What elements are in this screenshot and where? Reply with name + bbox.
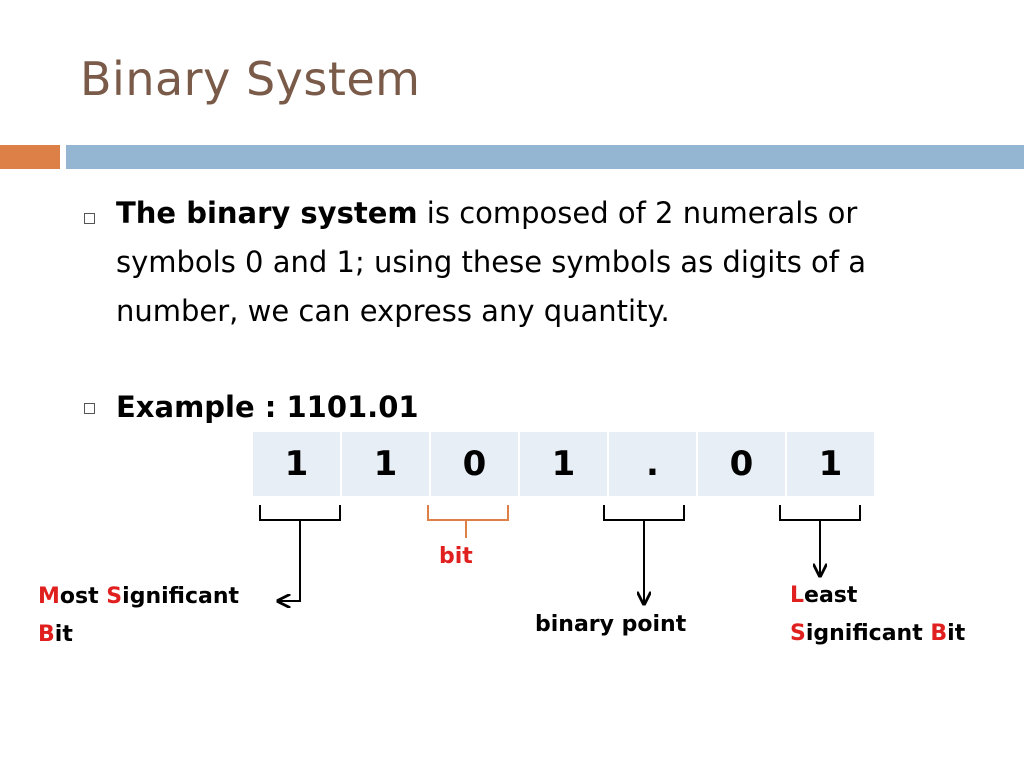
lsb-label: Least Significant Bit xyxy=(790,583,966,646)
digit-cell: . xyxy=(608,432,698,496)
digit-cell: 0 xyxy=(430,432,520,496)
bullet-square-icon xyxy=(84,212,95,228)
accent-bar-blue xyxy=(66,145,1024,169)
msb-label: Most Significant Bit xyxy=(38,584,240,647)
bit-bracket xyxy=(427,505,509,521)
digit-cell: 1 xyxy=(341,432,431,496)
msb-bracket xyxy=(259,505,341,521)
bit-label: bit xyxy=(439,544,473,569)
point-bracket xyxy=(603,505,685,521)
digit-cell: 1 xyxy=(253,432,342,496)
msb-arrow xyxy=(278,520,301,601)
bullet-1-text: is composed of 2 numerals or symbols 0 a… xyxy=(116,196,866,328)
bullet-1-bold: The binary system xyxy=(116,196,418,230)
binary-digits-table: 1 1 0 1 . 0 1 xyxy=(253,432,874,496)
accent-bar-orange xyxy=(0,145,60,169)
binary-point-label: binary point xyxy=(535,612,687,637)
example-label: Example : 1101.01 xyxy=(116,390,419,424)
bullet-paragraph-1: The binary system is composed of 2 numer… xyxy=(116,189,976,336)
digit-cell: 1 xyxy=(786,432,874,496)
bullet-square-icon xyxy=(84,402,95,418)
digit-cell: 1 xyxy=(519,432,609,496)
bullet-paragraph-2: Example : 1101.01 xyxy=(116,383,419,432)
digit-cell: 0 xyxy=(697,432,787,496)
lsb-bracket xyxy=(779,505,861,521)
slide-title: Binary System xyxy=(80,52,421,106)
